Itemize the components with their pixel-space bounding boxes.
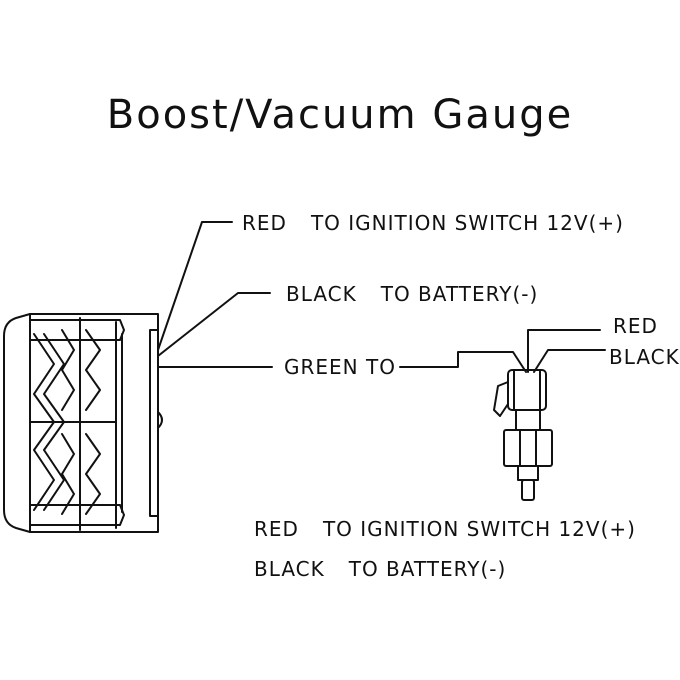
gauge-green-wire-label: GREEN TO <box>284 355 396 379</box>
note-color-red: RED <box>254 517 299 541</box>
gauge-red-wire-label: RED TO IGNITION SWITCH 12V(+) <box>242 213 624 233</box>
wire-color-red: RED <box>242 211 287 235</box>
sensor-black-lead <box>533 349 606 373</box>
diagram-title: Boost/Vacuum Gauge <box>106 92 574 138</box>
sensor-black-note: BLACK TO BATTERY(-) <box>254 559 506 579</box>
wire-color-black: BLACK <box>286 282 357 306</box>
wire-destination-ignition: TO IGNITION SWITCH 12V(+) <box>310 211 624 235</box>
sensor-red-lead <box>527 329 601 373</box>
sensor-black-label: BLACK <box>609 345 680 369</box>
sensor-red-label: RED <box>613 314 658 338</box>
red-wire-line <box>157 221 233 351</box>
wire-destination-battery: TO BATTERY(-) <box>380 282 539 306</box>
sensor-red-note: RED TO IGNITION SWITCH 12V(+) <box>254 519 636 539</box>
green-to-sensor-line <box>399 351 527 373</box>
gauge-black-wire-label: BLACK TO BATTERY(-) <box>286 284 538 304</box>
gauge-body-icon <box>3 313 163 533</box>
note-color-black: BLACK <box>254 557 325 581</box>
pressure-sensor-icon <box>493 369 553 501</box>
note-destination-battery: TO BATTERY(-) <box>348 557 507 581</box>
note-destination-ignition: TO IGNITION SWITCH 12V(+) <box>322 517 636 541</box>
black-wire-line <box>157 292 271 357</box>
